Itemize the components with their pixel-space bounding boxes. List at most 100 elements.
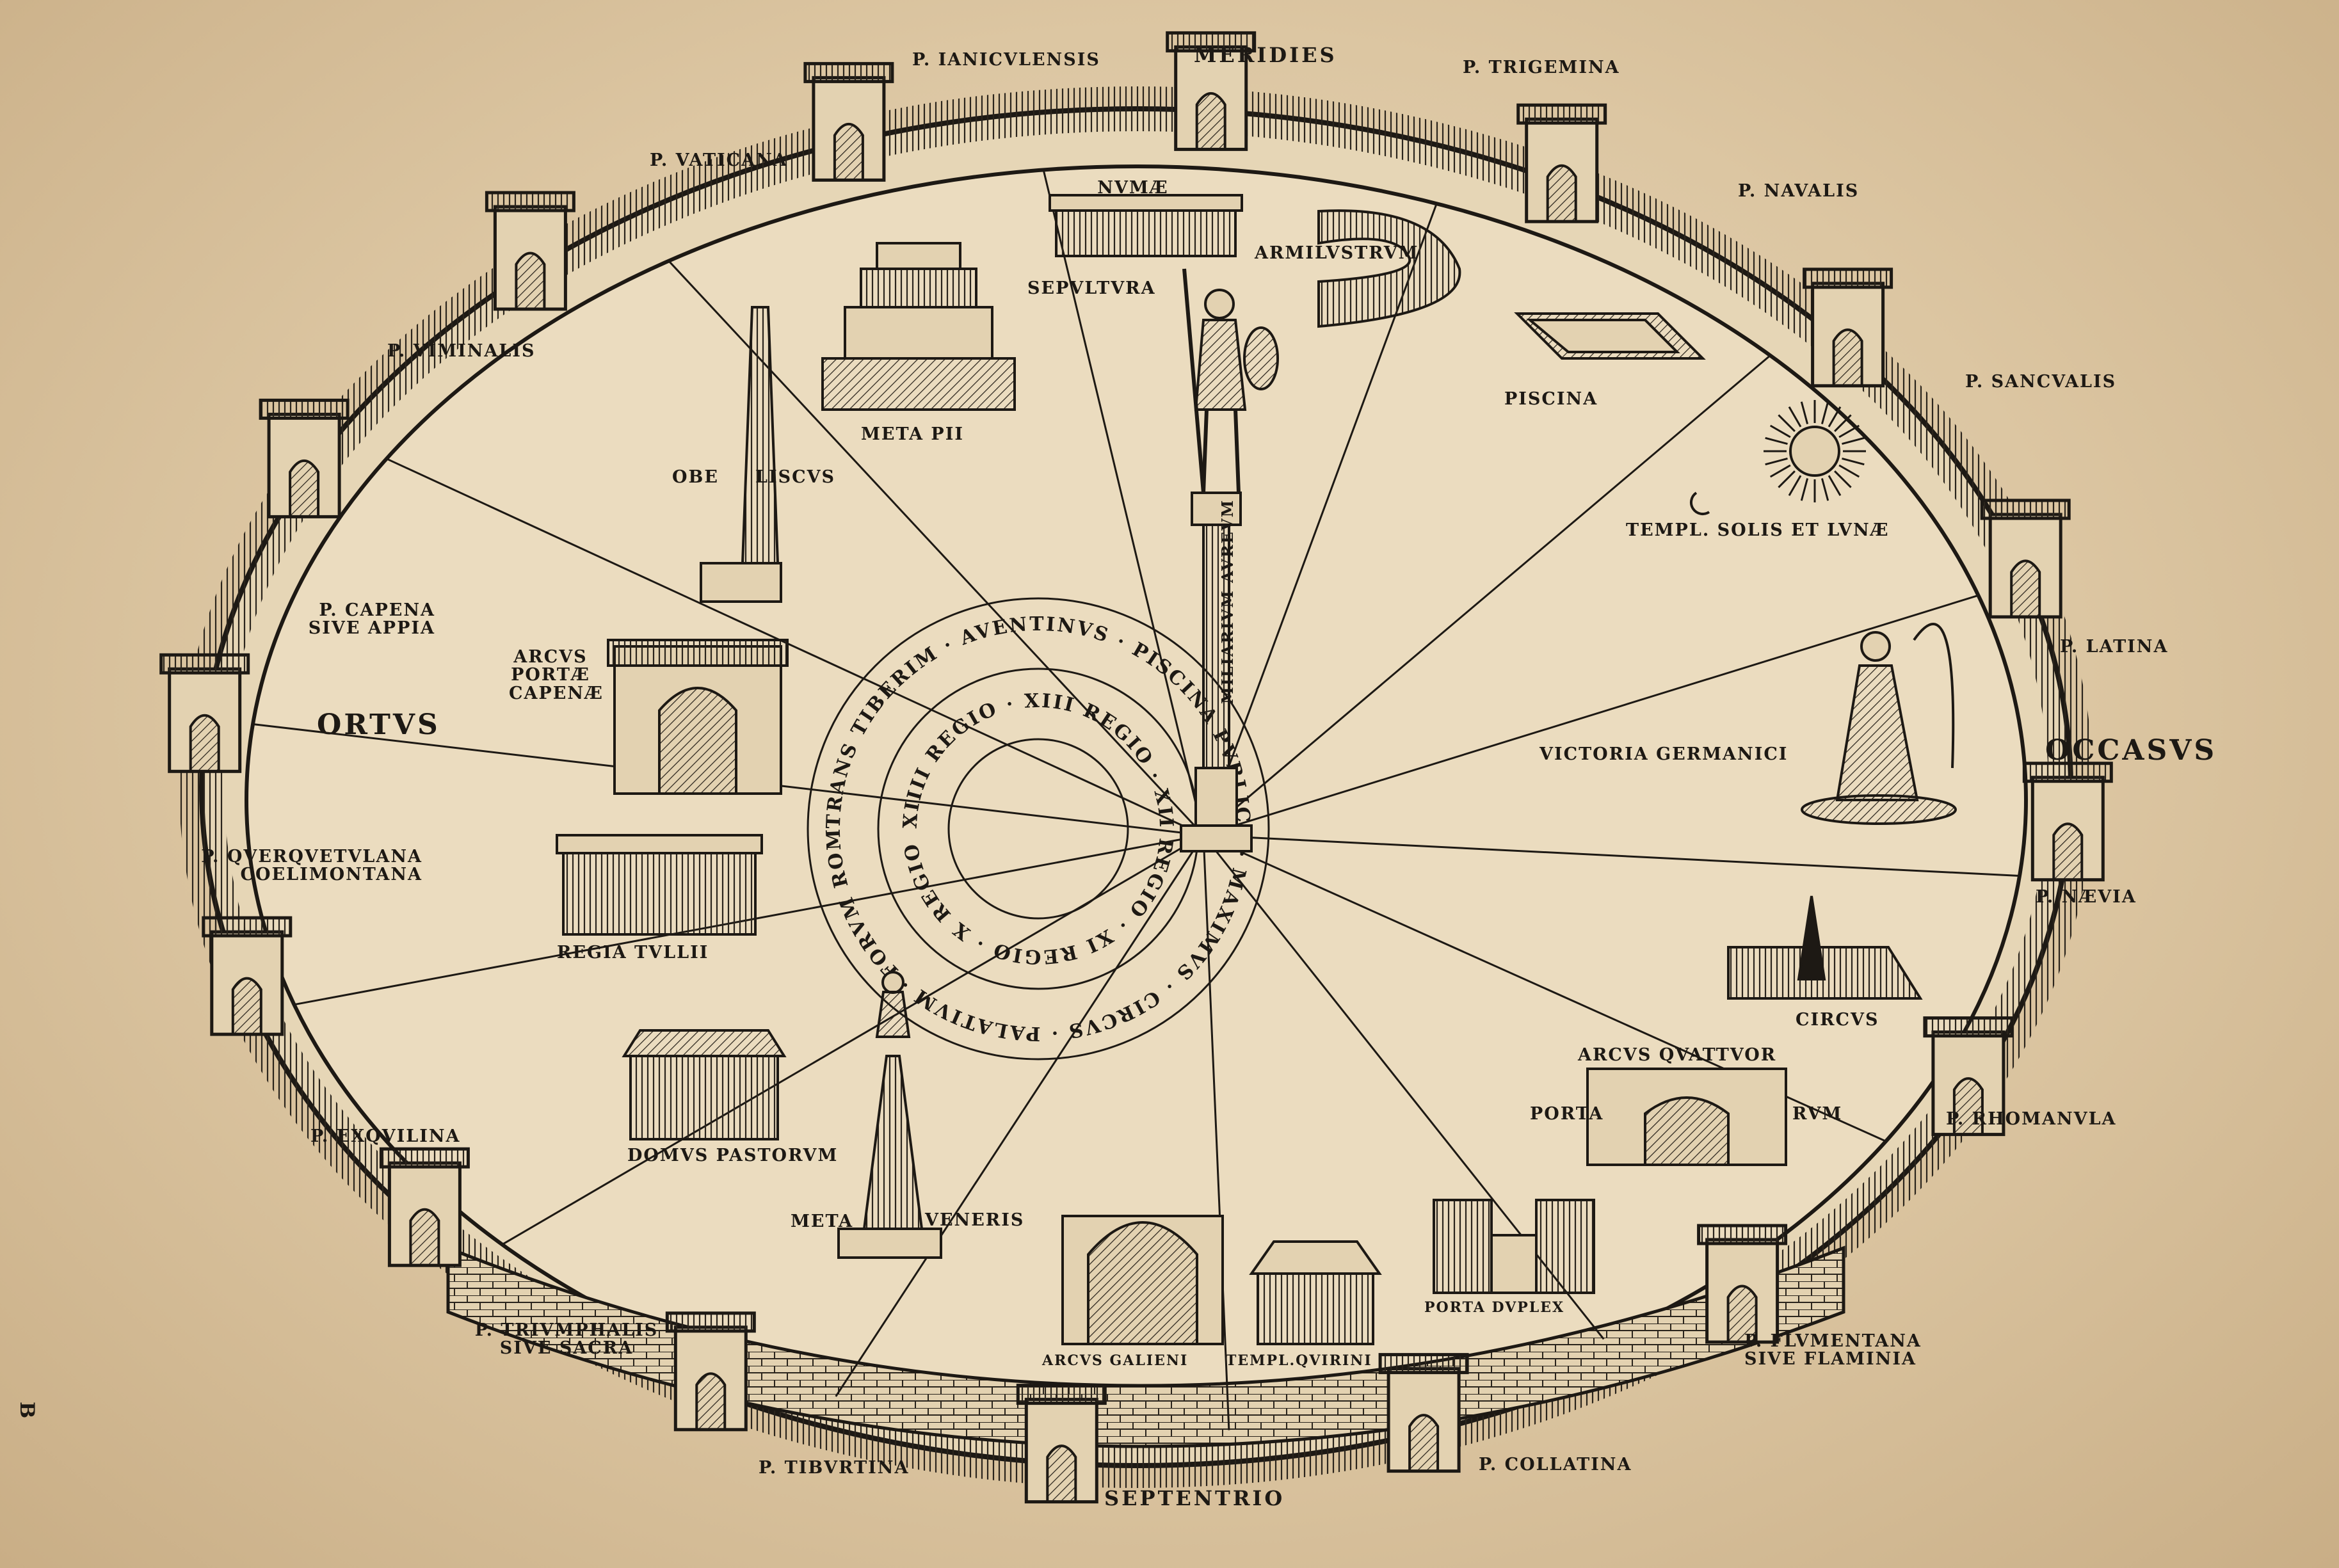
gate-naevia: P. NÆVIA: [2036, 887, 2137, 907]
label-obeliscus-2: LISCVS: [755, 467, 836, 487]
sun-ray: [1769, 424, 1791, 438]
label-ortus: ORTVS: [317, 708, 440, 741]
gate-ianiculensis: P. IANICVLENSIS: [912, 50, 1100, 70]
gate-querquetulana-line2: COELIMONTANA: [240, 865, 422, 885]
label-numae: NVMÆ: [1097, 178, 1169, 198]
page-letter: B: [15, 1402, 38, 1420]
gate-tower: [159, 653, 250, 773]
label-arcus-quattuor-rum: RVM: [1792, 1104, 1843, 1124]
label-piscina: PISCINA: [1504, 389, 1598, 409]
region-divider-line: [1203, 834, 2020, 877]
gate-flumentana-line2: SIVE FLAMINIA: [1744, 1349, 1917, 1370]
gate-tower: [1980, 499, 2071, 619]
gate-trigemina: P. TRIGEMINA: [1463, 58, 1620, 77]
label-arcus-galieni: ARCVS GALIENI: [1042, 1352, 1189, 1369]
sun-ray: [1778, 470, 1796, 488]
gate-tower: [202, 916, 293, 1036]
gate-latina: P. LATINA: [2060, 637, 2169, 657]
label-circus: CIRCVS: [1796, 1010, 1879, 1030]
sun-ray: [1788, 406, 1802, 428]
monument-drawings: [556, 194, 1957, 1345]
label-sepultura: SEPVLTVRA: [1027, 278, 1156, 298]
miliarium-aureum-column: [1180, 268, 1279, 852]
label-meridies: MERIDIES: [1194, 43, 1337, 67]
label-arcus-portae-line1: ARCVS: [513, 647, 588, 667]
gate-tower: [1016, 1384, 1107, 1504]
label-meta-veneris-1: META: [791, 1212, 854, 1231]
region-divider-line: [1202, 835, 1230, 1430]
sun-ray: [1765, 436, 1788, 445]
label-meta-veneris-2: VENERIS: [925, 1210, 1025, 1230]
gate-tower: [1803, 268, 1893, 388]
gate-tower: [379, 1147, 470, 1267]
gate-tower: [2022, 762, 2113, 882]
gate-flumentana: P. FLVMENTANA SIVE FLAMINIA: [1744, 1332, 1922, 1369]
sun-ray: [1788, 475, 1802, 497]
gate-towers: [159, 31, 2113, 1504]
label-arcus-quattuor: ARCVS QVATTVOR: [1578, 1045, 1777, 1065]
region-divider-line: [835, 835, 1205, 1397]
sun-ray: [1828, 406, 1842, 428]
label-arcus-portae-line3: CAPENÆ: [509, 683, 604, 703]
gate-tower: [1516, 103, 1607, 223]
sun-ray: [1800, 401, 1809, 424]
sun-ray: [1842, 457, 1865, 466]
label-arcus-portae-line2: PORTÆ: [511, 665, 590, 685]
label-templ-quirini: TEMPL.QVIRINI: [1226, 1352, 1372, 1369]
sun-ray: [1838, 424, 1860, 438]
sun-ray: [1838, 464, 1860, 478]
gate-tower: [485, 191, 575, 311]
gate-sancualis: P. SANCVALIS: [1965, 372, 2117, 392]
gate-flumentana-line1: P. FLVMENTANA: [1744, 1331, 1922, 1351]
gate-viminalis: P. VIMINALIS: [387, 341, 536, 361]
gate-vaticana: P. VATICANA: [650, 150, 788, 170]
gate-collatina: P. COLLATINA: [1479, 1455, 1632, 1475]
gate-triumphalis: P. TRIVMPHALIS SIVE SACRA: [461, 1320, 672, 1359]
label-occasus: OCCASVS: [2045, 734, 2217, 767]
label-miliarium-aureum: MILIARIVM AVREVM: [1218, 499, 1237, 704]
sun-ray: [1821, 478, 1829, 501]
gate-tower: [1923, 1016, 2014, 1137]
gate-triumphalis-line2: SIVE SACRA: [499, 1338, 634, 1359]
gate-rhomanula: P. RHOMANVLA: [1946, 1109, 2117, 1129]
gate-tower: [1378, 1353, 1469, 1473]
region-divider-line: [386, 458, 1204, 836]
gate-triumphalis-line1: P. TRIVMPHALIS: [474, 1320, 659, 1340]
label-obeliscus-1: OBE: [672, 467, 719, 487]
label-arcus-portae: ARCVS PORTÆ CAPENÆ: [509, 647, 604, 703]
label-armilustrum: ARMILVSTRVM: [1255, 243, 1419, 263]
region-divider-line: [1042, 170, 1205, 836]
gate-querquetulana: P. QVERQVETVLANA COELIMONTANA: [125, 847, 422, 885]
sun-ray: [1765, 457, 1788, 466]
sun-ray: [1821, 401, 1829, 424]
region-divider-line: [1203, 594, 1979, 836]
label-victoria: VICTORIA GERMANICI: [1539, 744, 1788, 764]
label-meta-pii: META PII: [861, 424, 964, 444]
sun-ray: [1834, 414, 1852, 432]
gate-tower: [259, 398, 350, 518]
sun-ray: [1828, 475, 1842, 497]
label-septentrio: SEPTENTRIO: [1104, 1486, 1285, 1510]
gate-capena-line1: P. CAPENA: [319, 600, 435, 620]
sun-ray: [1842, 436, 1865, 445]
sun-ray: [1800, 478, 1809, 501]
gate-navalis: P. NAVALIS: [1738, 181, 1860, 201]
sun-ray: [1778, 414, 1796, 432]
gate-tower: [665, 1311, 756, 1432]
gate-exquilina: P. EXQVILINA: [310, 1126, 461, 1146]
gate-capena: P. CAPENA SIVE APPIA: [275, 600, 435, 639]
label-domus-pastorum: DOMVS PASTORVM: [627, 1146, 839, 1165]
gate-tiburtina: P. TIBVRTINA: [759, 1458, 910, 1478]
gate-tower: [803, 61, 894, 182]
sun-ray: [1769, 464, 1791, 478]
region-divider-line: [1203, 355, 1771, 836]
gate-tower: [1697, 1224, 1788, 1344]
gate-tower: [1166, 31, 1257, 151]
label-porta-duplex: PORTA DVPLEX: [1424, 1299, 1565, 1316]
label-templ-solis: TEMPL. SOLIS ET LVNÆ: [1626, 520, 1890, 540]
gate-capena-line2: SIVE APPIA: [308, 618, 435, 639]
sun-ray: [1834, 470, 1852, 488]
label-arcus-quattuor-porta: PORTA: [1530, 1104, 1604, 1124]
